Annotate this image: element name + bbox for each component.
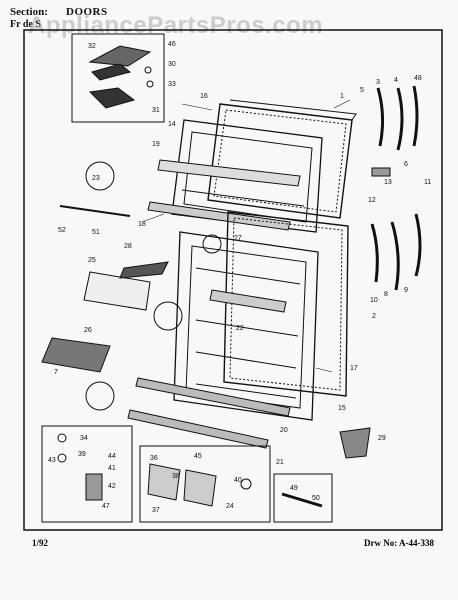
section-value: DOORS — [66, 6, 108, 18]
callout-label: 45 — [194, 453, 202, 460]
callout-label: 29 — [378, 435, 386, 442]
detail-circle-small — [202, 234, 222, 254]
callout-label: 30 — [168, 61, 176, 68]
door-handle-bracket — [339, 427, 371, 459]
callout-label: 42 — [108, 483, 116, 490]
callout-label: 48 — [414, 75, 422, 82]
callout-label: 51 — [92, 229, 100, 236]
callout-label: 37 — [152, 507, 160, 514]
callout-label: 43 — [48, 457, 56, 464]
callout-label: 6 — [404, 161, 408, 168]
callout-label: 25 — [88, 257, 96, 264]
callout-label: 26 — [84, 327, 92, 334]
hardware-inset-right — [273, 473, 333, 523]
freezer-shelf-rail — [147, 201, 291, 231]
freezer-door-liner — [157, 119, 323, 233]
callout-label: 18 — [138, 221, 146, 228]
callout-label: 7 — [54, 369, 58, 376]
callout-label: 11 — [424, 179, 431, 186]
callout-label: 13 — [384, 179, 392, 186]
callout-label: 50 — [312, 495, 320, 502]
callout-label: 10 — [370, 297, 378, 304]
door-trim-strip — [135, 377, 291, 417]
callout-label: 20 — [280, 427, 288, 434]
callout-number-labels: 1 2 3 4 5 6 7 8 9 10 11 12 13 14 15 16 1… — [48, 41, 431, 514]
compartment-cover — [119, 261, 169, 279]
callout-label: 49 — [290, 485, 298, 492]
retainer-bar — [59, 205, 131, 217]
callout-label: 21 — [276, 459, 284, 466]
callout-label: 3 — [376, 79, 380, 86]
callout-label: 16 — [200, 93, 208, 100]
hardware-inset-middle — [139, 445, 271, 523]
fresh-food-door-panel — [223, 211, 349, 397]
fresh-food-door-liner — [173, 231, 319, 421]
callout-label: 31 — [152, 107, 160, 114]
callout-label: 38 — [172, 473, 180, 480]
callout-label: 8 — [384, 291, 388, 298]
callout-label: 46 — [168, 41, 176, 48]
callout-label: 23 — [92, 175, 100, 182]
callout-label: 14 — [168, 121, 176, 128]
callout-label: 17 — [350, 365, 358, 372]
callout-label: 15 — [338, 405, 346, 412]
detail-circle-middle — [153, 301, 183, 331]
footer-date: 1/92 — [32, 538, 49, 548]
hinge-parts-right — [370, 85, 422, 291]
callout-label: 36 — [150, 455, 158, 462]
callout-label: 44 — [108, 453, 116, 460]
callout-label: 12 — [368, 197, 376, 204]
callout-label: 9 — [404, 287, 408, 294]
door-bottom-trim — [127, 409, 269, 449]
callout-label: 32 — [88, 43, 96, 50]
callout-label: 40 — [234, 477, 242, 484]
hinge-inset-top — [71, 33, 165, 123]
model-label: Fr de S — [10, 19, 41, 30]
callout-label: 19 — [152, 141, 160, 148]
callout-label: 2 — [372, 313, 376, 320]
diagram-frame — [23, 29, 443, 531]
detail-circle-upper — [85, 161, 115, 191]
callout-label: 1 — [340, 93, 344, 100]
freezer-door-panel — [207, 99, 357, 219]
butter-compartment — [83, 271, 151, 311]
callout-label: 47 — [102, 503, 110, 510]
callout-label: 52 — [58, 227, 66, 234]
callout-label: 4 — [394, 77, 398, 84]
callout-label: 39 — [78, 451, 86, 458]
hardware-inset-left — [41, 425, 133, 523]
drawing-number: Drw No: A-44-338 — [364, 538, 434, 548]
callout-label: 28 — [124, 243, 132, 250]
callout-label: 41 — [108, 465, 116, 472]
callout-leaders — [141, 99, 351, 373]
callout-label: 5 — [360, 87, 364, 94]
callout-label: 24 — [226, 503, 234, 510]
egg-tray — [41, 337, 111, 373]
section-label: Section: — [10, 6, 48, 18]
callout-label: 22 — [236, 325, 244, 332]
callout-label: 27 — [234, 235, 242, 242]
detail-circle-lower — [85, 381, 115, 411]
callout-label: 33 — [168, 81, 176, 88]
callout-label: 34 — [80, 435, 88, 442]
